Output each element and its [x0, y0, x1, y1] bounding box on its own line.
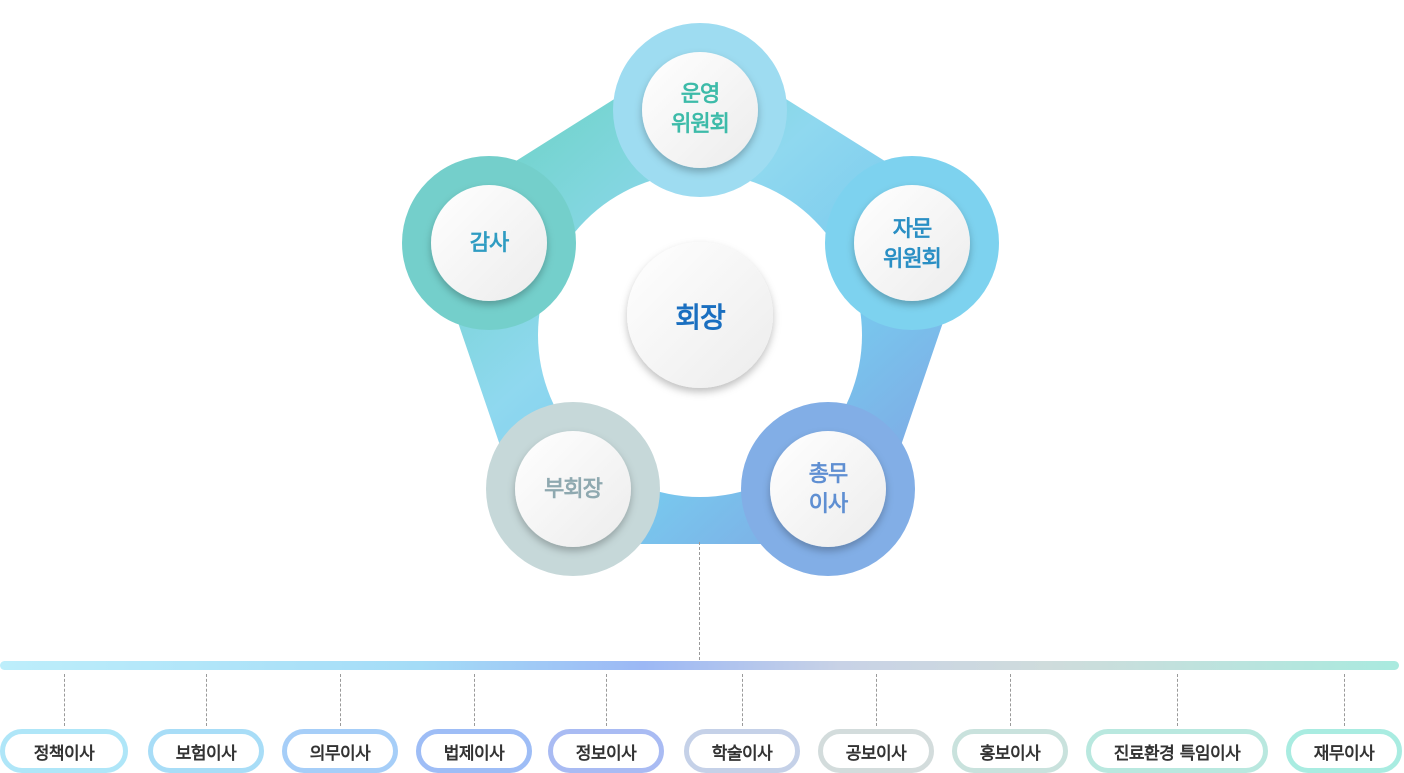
- director-pill-medical-affairs[interactable]: 의무이사: [282, 729, 398, 773]
- advisory-committee-node[interactable]: 자문 위원회: [883, 217, 942, 272]
- inner-circles: [431, 52, 970, 547]
- director-pill-finance[interactable]: 재무이사: [1286, 729, 1402, 773]
- president-node[interactable]: 회장: [675, 301, 726, 334]
- auditor-node[interactable]: 감사: [469, 231, 509, 256]
- director-connector: [876, 674, 877, 726]
- vice-president-node[interactable]: 부회장: [544, 477, 603, 502]
- connector-line: [699, 542, 700, 660]
- director-connector: [64, 674, 65, 726]
- operating-committee-node[interactable]: 운영 위원회: [671, 82, 730, 137]
- director-pill-insurance[interactable]: 보험이사: [148, 729, 264, 773]
- director-pill-academic[interactable]: 학술이사: [684, 729, 800, 773]
- director-pill-legal[interactable]: 법제이사: [416, 729, 532, 773]
- director-connector: [1177, 674, 1178, 726]
- director-connector: [742, 674, 743, 726]
- director-connector: [206, 674, 207, 726]
- director-connector: [1010, 674, 1011, 726]
- director-pill-care-environment[interactable]: 진료환경 특임이사: [1086, 729, 1268, 773]
- general-affairs-director-node[interactable]: 총무 이사: [808, 462, 848, 517]
- director-pill-policy[interactable]: 정책이사: [0, 729, 128, 773]
- director-pill-information[interactable]: 정보이사: [548, 729, 664, 773]
- director-pill-public-info[interactable]: 공보이사: [818, 729, 934, 773]
- directors-bar: [0, 661, 1399, 670]
- director-connector: [474, 674, 475, 726]
- director-connector: [1344, 674, 1345, 726]
- director-connector: [606, 674, 607, 726]
- director-pill-promotion[interactable]: 홍보이사: [952, 729, 1068, 773]
- director-connector: [340, 674, 341, 726]
